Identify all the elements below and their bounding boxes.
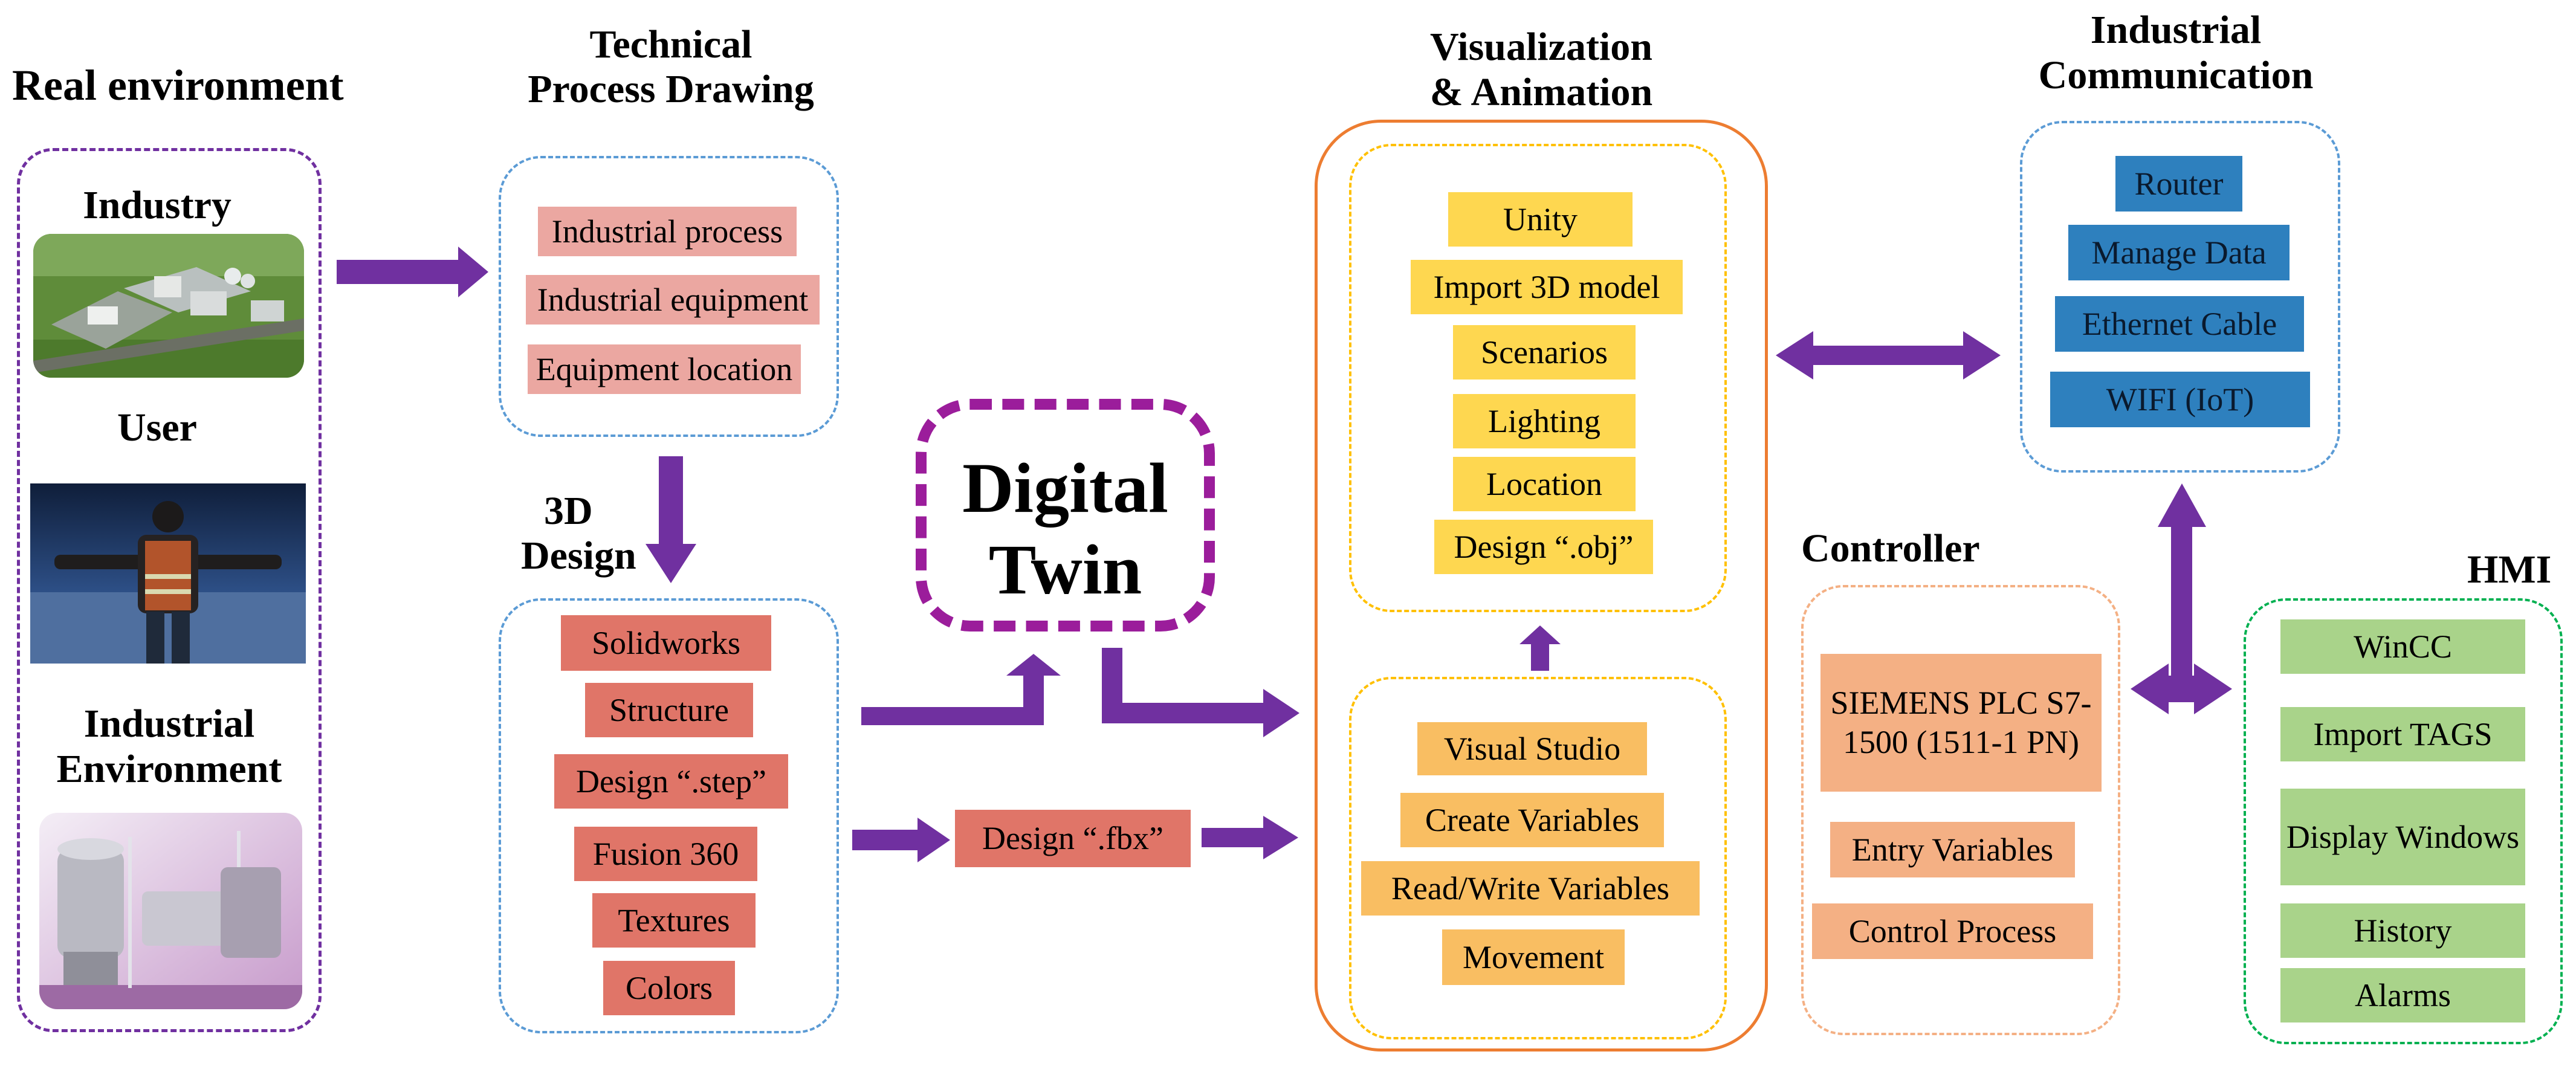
design-3d-title-line2: Design [521,534,636,578]
arrow-3d-design-to-digital-twin [861,654,1061,725]
hmi-frame [2244,598,2563,1044]
unity-box: Unity [1448,192,1633,247]
equipment-location-box: Equipment location [528,344,801,394]
solidworks-box: Solidworks [561,615,771,671]
visualization-upper-frame [1349,144,1727,612]
scenarios-box: Scenarios [1453,325,1636,380]
communication-title-line1: Industrial [2090,8,2262,52]
technical-process-title-line1: Technical [589,22,752,66]
ethernet-cable-box: Ethernet Cable [2055,296,2304,352]
textures-box: Textures [592,893,756,948]
industry-photo [33,234,304,378]
digital-twin-label-line1: Digital [962,448,1168,528]
read-write-variables-box: Read/Write Variables [1361,861,1700,916]
industrial-environment-label-line1: Industrial [83,702,255,746]
history-box: History [2280,903,2525,958]
user-label: User [117,405,197,450]
wifi-iot-box: WIFI (IoT) [2050,372,2310,427]
controller-frame [1801,585,2120,1035]
arrow-lower-to-upper-visualization [1519,625,1561,671]
control-process-box: Control Process [1812,903,2093,959]
real-environment-frame [17,148,322,1032]
design-step-box: Design “.step” [554,754,788,809]
arrow-communication-stem-lower [2171,659,2192,676]
visualization-title-line2: & Animation [1429,70,1653,114]
industrial-environment-label-line2: Environment [56,747,282,791]
communication-frame [2020,121,2340,473]
user-avatar-image [30,483,306,664]
siemens-plc-box: SIEMENS PLC S7-1500 (1511-1 PN) [1820,654,2102,792]
digital-twin-frame [916,399,1215,632]
router-box: Router [2115,156,2242,212]
wincc-box: WinCC [2280,619,2525,674]
hmi-title: HMI [2467,548,2552,592]
entry-variables-box: Entry Variables [1830,822,2075,877]
import-tags-box: Import TAGS [2280,707,2525,761]
arrow-communication-up-head [2158,483,2206,527]
real-environment-title: Real environment [12,61,344,109]
fusion-360-box: Fusion 360 [574,827,757,881]
arrow-digital-twin-to-visualization [1102,648,1299,737]
visualization-title-line1: Visualization [1430,25,1652,69]
design-obj-box: Design “.obj” [1434,520,1653,574]
alarms-box: Alarms [2280,968,2525,1022]
lighting-box: Lighting [1453,394,1636,448]
manage-data-box: Manage Data [2068,225,2290,280]
movement-box: Movement [1442,929,1625,985]
design-3d-frame [499,598,839,1033]
design-3d-title-line1: 3D [544,489,593,533]
arrow-industry-to-technical [337,247,488,297]
visualization-lower-frame [1349,677,1727,1039]
display-windows-box: Display Windows [2280,789,2525,885]
industrial-equipment-box: Industrial equipment [526,275,820,325]
industrial-process-box: Industrial process [538,207,797,256]
arrow-visualization-communication [1776,331,2001,380]
digital-twin-label-line2: Twin [988,530,1142,609]
visualization-outer-frame [1315,120,1768,1051]
technical-process-frame [499,156,839,437]
arrow-technical-to-3d-design [646,456,696,583]
visual-studio-box: Visual Studio [1417,722,1647,775]
technical-process-title-line2: Process Drawing [528,67,814,111]
arrow-fbx-to-visualization [1202,816,1298,859]
colors-box: Colors [603,961,735,1015]
industrial-environment-photo [39,813,302,1009]
industry-label: Industry [83,183,231,227]
arrow-3d-design-to-fbx [852,818,950,862]
create-variables-box: Create Variables [1400,793,1664,847]
arrow-controller-hmi-horizontal [2131,664,2232,714]
design-fbx-box: Design “.fbx” [955,810,1191,867]
arrow-communication-down [2171,527,2192,659]
communication-title-line2: Communication [2038,53,2314,97]
structure-box: Structure [585,683,753,737]
controller-title: Controller [1801,526,1980,570]
location-box: Location [1453,457,1636,511]
import-3d-model-box: Import 3D model [1411,260,1683,314]
